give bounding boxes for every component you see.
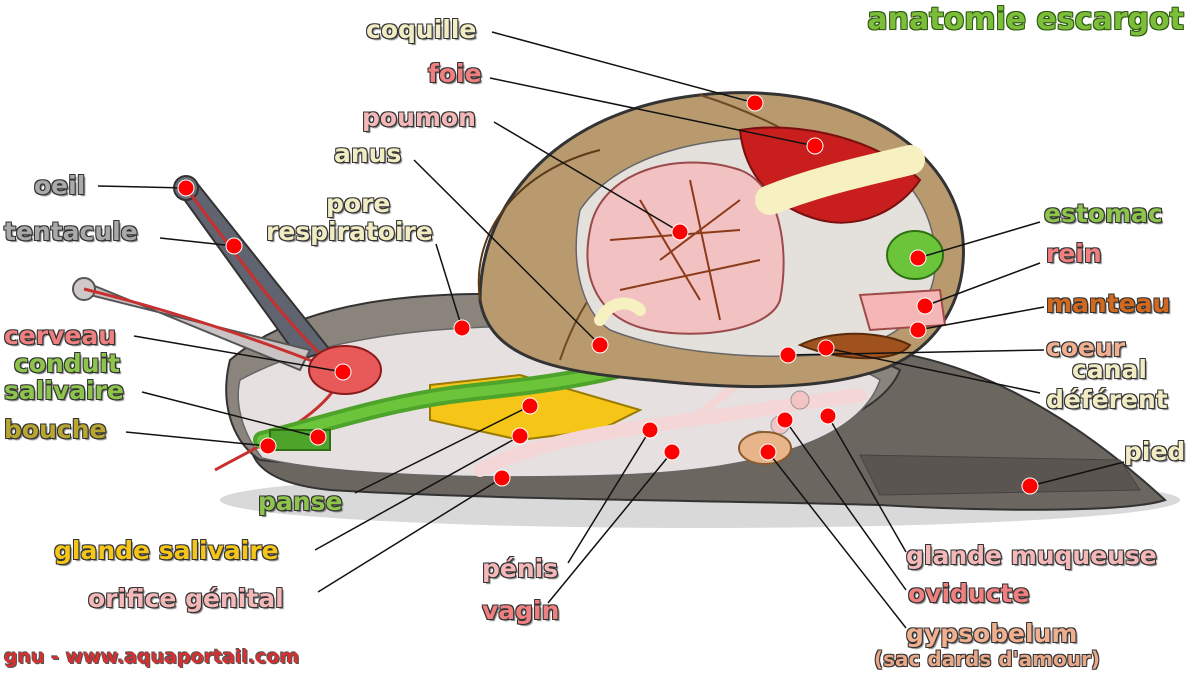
foot-sole [859,454,1141,496]
marker-vagin [663,443,681,461]
marker-estomac [909,249,927,267]
leader-canal [825,347,1041,394]
label-pore: pore [326,189,391,218]
diagram-title: anatomie escargot [867,2,1184,37]
marker-glande-muqueuse [819,407,837,425]
leader-panse [354,405,531,494]
marker-anus [591,336,609,354]
gland-bead [790,390,810,410]
leader-oviducte [784,419,907,591]
label-canal: canal [1072,355,1147,384]
marker-bouche [259,437,277,455]
label-respiratoire: respiratoire [266,217,433,246]
credit-text: gnu - www.aquaportail.com [4,646,300,668]
leader-glande-muqueuse [827,415,907,553]
label-cerveau: cerveau [4,321,117,350]
leader-anus [413,159,601,346]
marker-oviducte [776,411,794,429]
label-bouche: bouche [4,415,107,444]
label-glande-muqueuse: glande muqueuse [906,541,1157,570]
label-gypsobelum: gypsobelum [906,619,1078,648]
anus-tube [594,297,646,326]
marker-pore [453,319,471,337]
label-salivaire: salivaire [4,376,124,405]
leader-poumon [493,121,681,233]
label-gypsobelum-note: (sac dards d'amour) [874,647,1100,671]
marker-canal [817,339,835,357]
leader-penis [567,429,651,564]
marker-coquille [746,94,764,112]
leader-gypsobelum [767,451,907,629]
marker-rein [916,297,934,315]
digestive-gland [755,145,925,215]
marker-glande-salivaire [511,427,529,445]
leader-orifice [317,477,503,593]
marker-coeur [779,346,797,364]
leader-rein [924,262,1041,307]
marker-poumon [671,223,689,241]
label-rein: rein [1046,239,1102,268]
leader-lines [97,31,1125,629]
marker-oeil [177,179,195,197]
leader-cerveau [133,335,344,373]
label-estomac: estomac [1044,199,1163,228]
label-coquille: coquille [366,15,477,44]
label-foie: foie [428,59,482,88]
eye-tentacle [174,180,332,362]
label-conduit: conduit [14,349,121,378]
label-vagin: vagin [482,596,560,625]
leader-tentacule [159,237,235,247]
label-tentacule: tentacule [4,217,138,246]
label-glande-salivaire: glande salivaire [54,536,279,565]
label-penis: pénis [482,554,559,583]
label-poumon: poumon [362,103,476,132]
marker-tentacule [225,237,243,255]
tentacle-nerve [83,287,331,370]
label-oviducte: oviducte [908,579,1030,608]
label-anus: anus [334,139,402,168]
label-panse: panse [258,487,343,516]
leader-manteau [917,306,1045,331]
marker-conduit [309,428,327,446]
marker-cerveau [334,363,352,381]
leader-glande-salivaire [314,435,521,551]
leader-vagin [547,451,673,604]
leader-conduit [141,391,319,438]
marker-manteau [909,321,927,339]
marker-foie [806,137,824,155]
label-deferent: déférent [1046,385,1168,414]
leader-pied [1029,461,1125,487]
marker-penis [641,421,659,439]
marker-panse [521,397,539,415]
leader-pore [435,243,463,329]
label-coeur: coeur [1046,333,1126,362]
leader-oeil [97,185,187,189]
markers [177,94,1039,495]
genital-tract [473,388,867,477]
leader-estomac [917,221,1041,259]
label-oeil: oeil [34,171,86,200]
marker-gypsobelum [759,443,777,461]
marker-orifice [493,469,511,487]
label-orifice-genital: orifice génital [88,584,284,613]
label-manteau: manteau [1046,289,1171,318]
leader-foie [489,77,816,147]
leader-coquille [491,31,756,104]
leader-bouche [125,431,269,447]
marker-pied [1021,477,1039,495]
lung [586,161,785,335]
shell-whorl-line [477,149,601,301]
label-pied: pied [1124,437,1186,466]
